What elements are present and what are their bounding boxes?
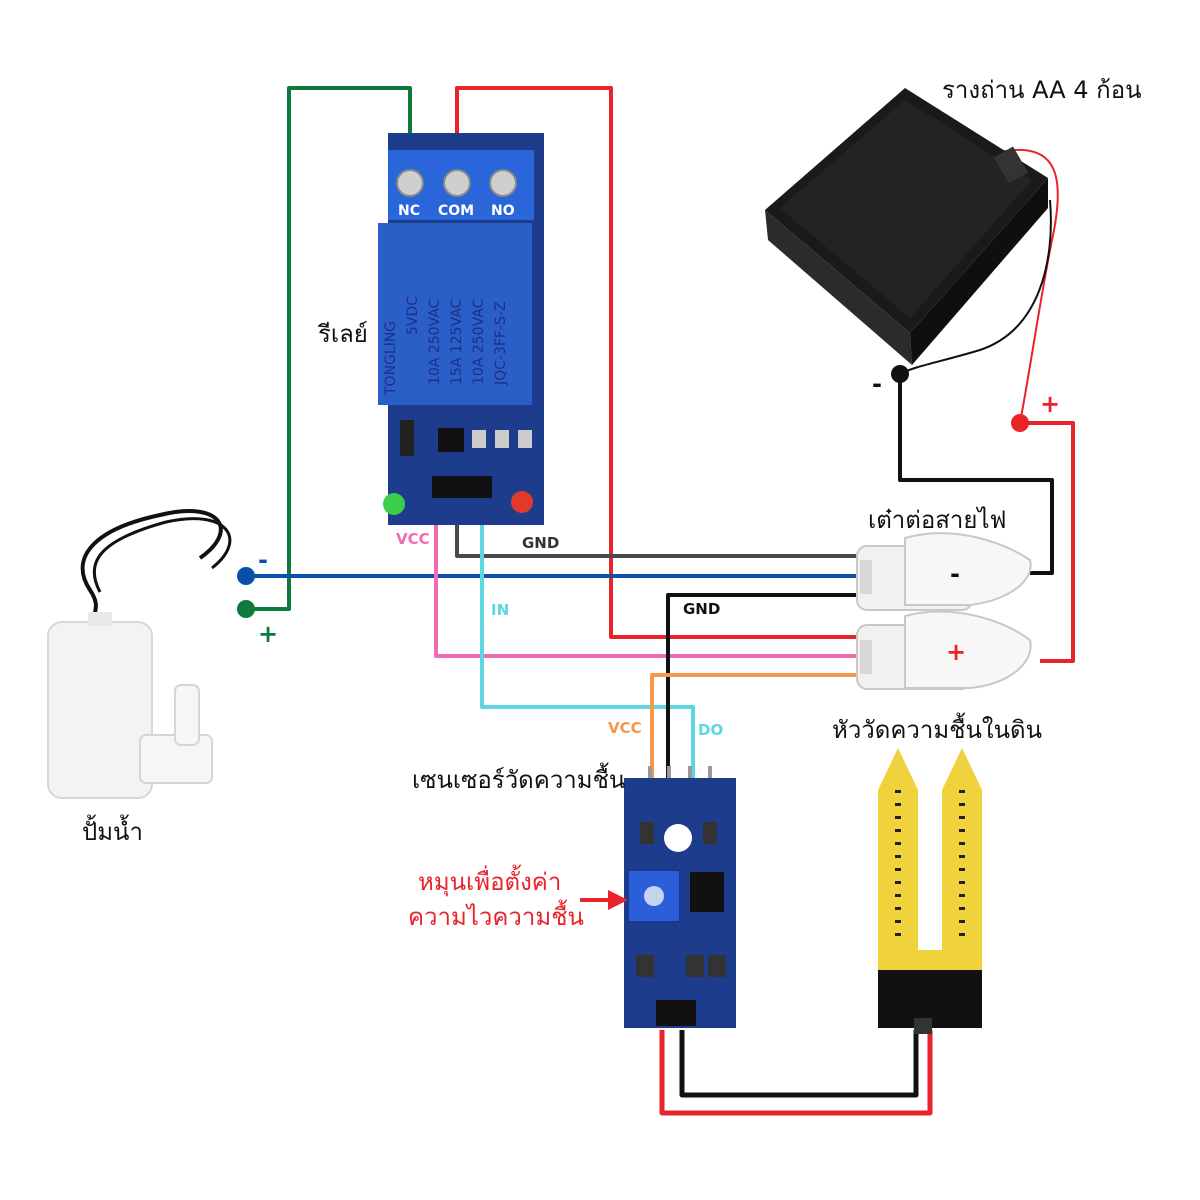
battery-minus-terminal [891,365,909,383]
battery-black-lead [899,199,1052,375]
sensor-do-wire-label: DO [698,721,723,739]
water-pump [47,509,232,799]
pink-wire-relay-vcc [434,488,862,658]
relay-print-rating1: 10A 250VAC [427,298,443,385]
sensor-vcc-wire-label: VCC [608,719,642,737]
relay-in-wire-label: IN [491,601,509,619]
sensor-module [624,766,736,1028]
wire-connector-plus [856,610,1032,690]
pot-note-line1: หมุนเพื่อตั้งค่า [418,864,561,897]
relay-terminal-no-label: NO [491,203,515,219]
pump-label: ปั้มน้ำ [82,814,143,846]
battery-holder [765,88,1048,365]
connector-label: เต๋าต่อสายไฟ [868,506,1007,534]
relay-red-led [511,491,533,513]
relay-print-rating3: 10A 250VAC [471,298,487,385]
red-wire-com-to-connector [455,86,862,639]
pump-minus-terminal [237,567,255,585]
soil-probe [878,748,982,1034]
relay-print-rating2: 15A 125VAC [449,298,465,385]
relay-module: TONGLING 5VDC 10A 250VAC 15A 125VAC 10A … [378,133,544,525]
wires [246,86,1075,1116]
relay-vcc-wire-label: VCC [396,530,430,548]
com-screw [443,169,471,197]
relay-terminal-com-label: COM [438,203,474,219]
battery-plus-terminal [1011,414,1029,432]
black-wire-sensor-gnd [666,593,862,780]
pump-plus-sign: + [258,620,278,648]
battery-plus-wire [1020,421,1075,663]
cyan-wire-relay-in [480,485,695,780]
relay-print-brand: TONGLING [383,321,399,396]
probe-red-wire [659,1030,933,1116]
relay-print-model: JQC-3FF-S-Z [493,301,509,386]
pot-note-line2: ความไวความชื้น [408,899,584,931]
relay-terminal-nc-label: NC [398,203,420,219]
green-wire-nc-to-pump [246,86,412,611]
connector-minus-sign: - [950,560,960,588]
probe-black-wire [679,1030,919,1098]
relay-box [378,223,532,405]
connector-plus-sign: + [946,638,966,666]
pump-plus-terminal [237,600,255,618]
sensor-module-label: เซนเซอร์วัดความชื้น [412,762,625,794]
sensor-gnd-wire-label: GND [683,600,720,618]
sensor-chip [690,872,724,912]
battery-minus-sign: - [872,370,882,398]
orange-wire-sensor-vcc [650,673,862,780]
battery-plus-sign: + [1040,390,1060,418]
relay-green-led [383,493,405,515]
battery-red-lead [999,149,1059,424]
relay-print-voltage: 5VDC [405,296,421,335]
battery-minus-wire [898,374,1054,575]
battery-holder-label: รางถ่าน AA 4 ก้อน [942,76,1142,104]
relay-gnd-wire-label: GND [522,534,559,552]
no-screw [489,169,517,197]
nc-screw [396,169,424,197]
pot-annotation-arrow [580,890,628,910]
wire-connector-minus [856,532,1032,611]
relay-label: รีเลย์ [317,320,368,348]
relay-header-pins [432,476,492,498]
pump-minus-sign: - [258,546,268,574]
probe-label: หัววัดความชื้นในดิน [832,712,1042,744]
